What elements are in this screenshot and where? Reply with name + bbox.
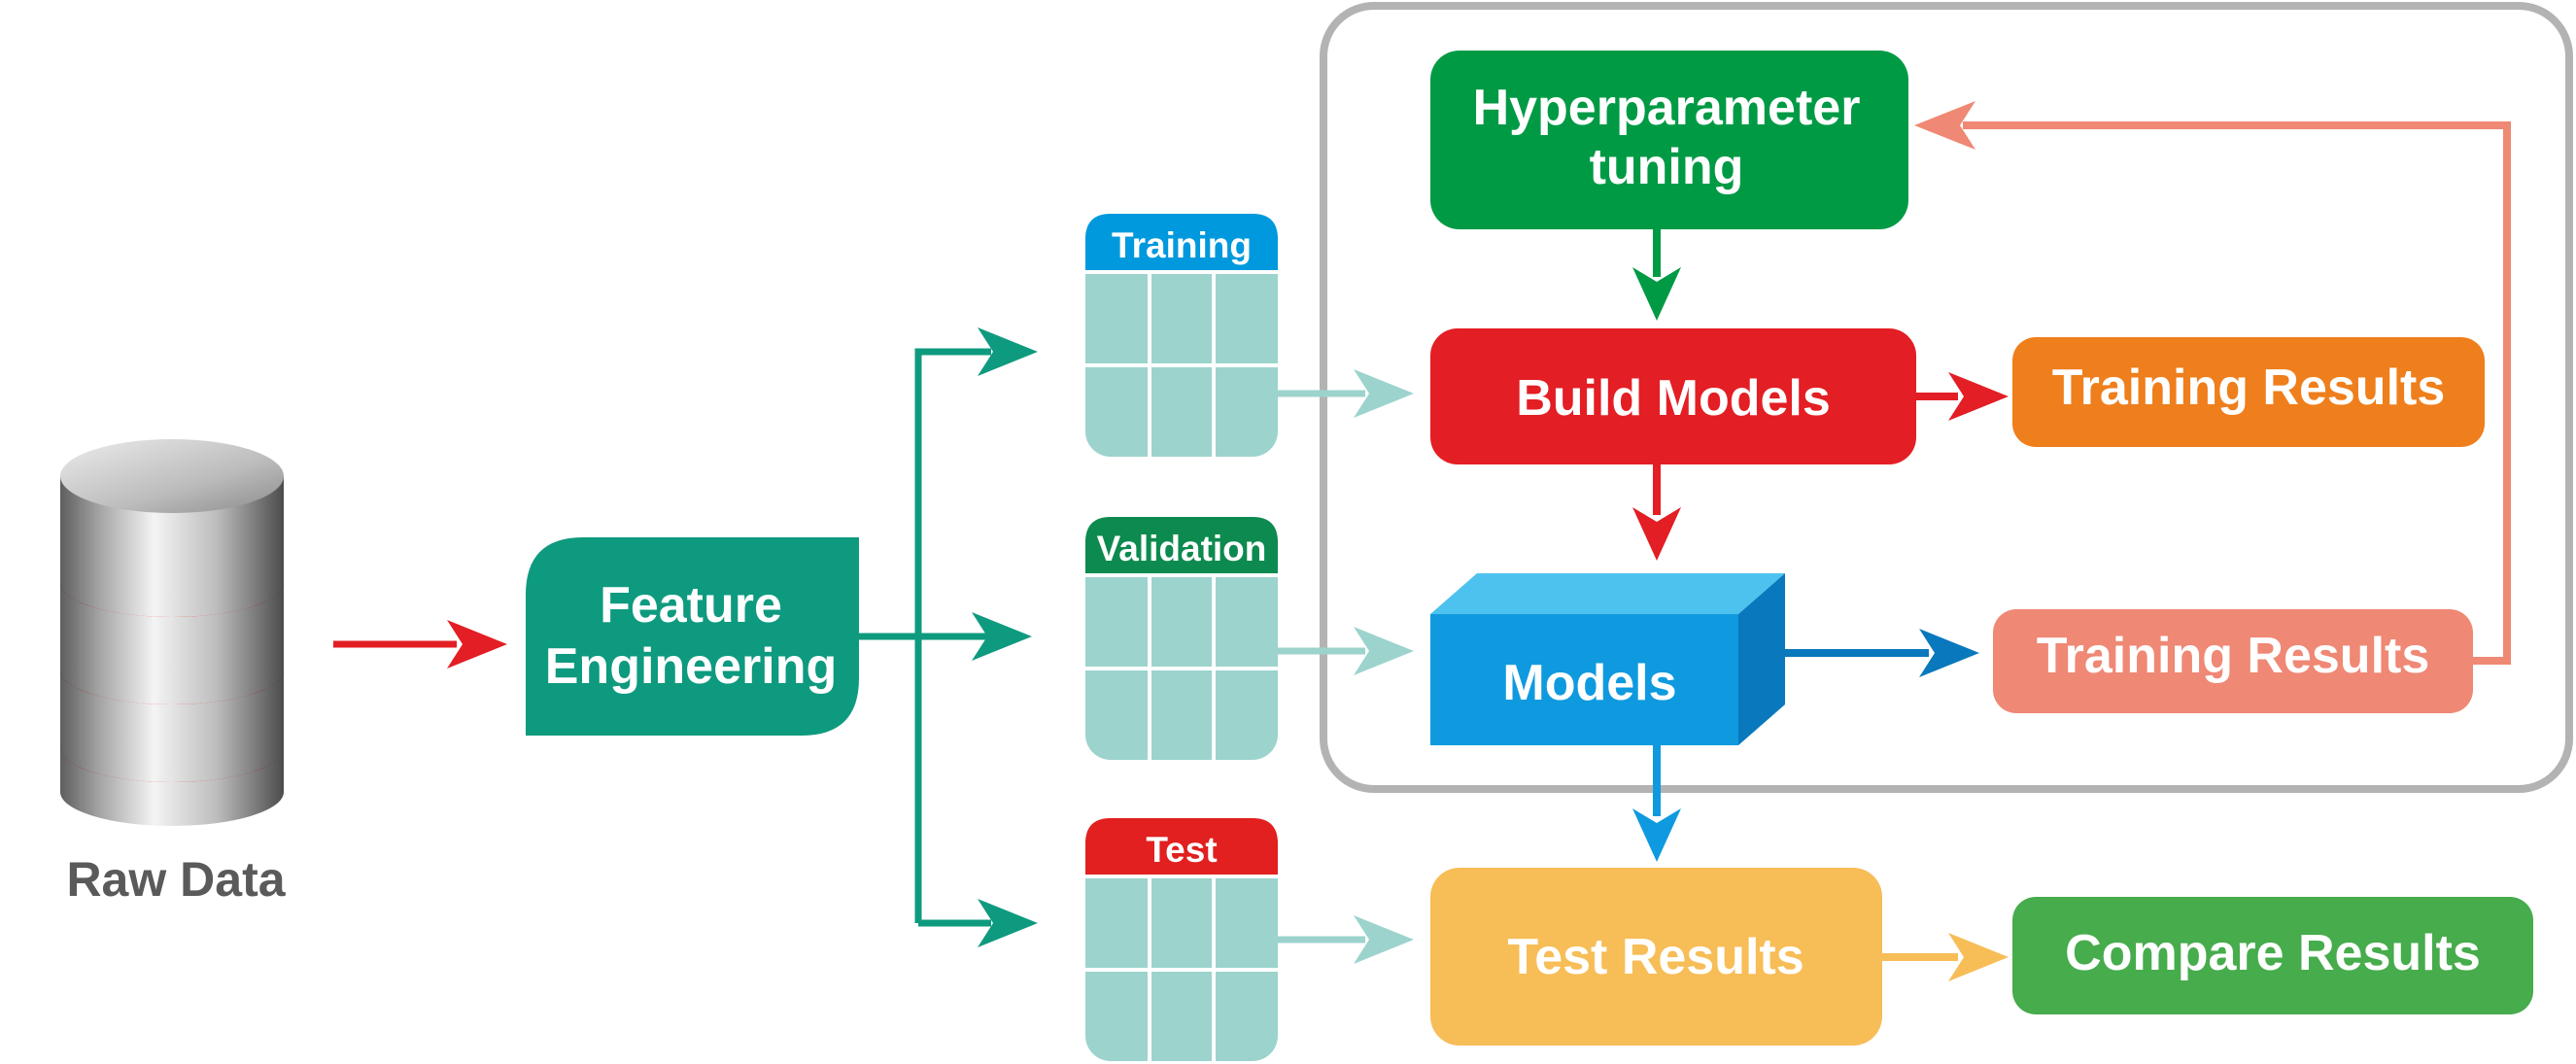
arrow-models-to-test-results bbox=[1632, 745, 1681, 862]
arrow-models-to-training-results bbox=[1785, 629, 1979, 677]
models-label: Models bbox=[1502, 655, 1676, 711]
training-table bbox=[1085, 214, 1278, 457]
validation-table bbox=[1085, 517, 1278, 760]
build-models-box bbox=[1430, 328, 1916, 464]
arrow-to-validation bbox=[972, 612, 1032, 661]
arrow-test-to-compare bbox=[1882, 933, 2009, 981]
test-table-label: Test bbox=[1146, 830, 1217, 870]
raw-data-label: Raw Data bbox=[66, 852, 286, 907]
build-models-label: Build Models bbox=[1516, 370, 1831, 427]
test-results-box bbox=[1430, 868, 1882, 1046]
hyperparameter-line2: tuning bbox=[1590, 139, 1744, 195]
test-table bbox=[1085, 818, 1278, 1061]
feature-engineering-line2: Engineering bbox=[545, 638, 837, 695]
models-box bbox=[1430, 573, 1785, 745]
arrow-hyper-to-build bbox=[1632, 229, 1681, 321]
arrow-raw-to-feature bbox=[333, 620, 507, 669]
arrow-build-to-models bbox=[1632, 464, 1681, 561]
training-table-label: Training bbox=[1112, 225, 1252, 265]
training-results-bottom-label: Training Results bbox=[2037, 628, 2430, 684]
arrow-to-training bbox=[978, 327, 1038, 376]
validation-table-label: Validation bbox=[1097, 529, 1267, 568]
database-icon bbox=[60, 439, 284, 826]
arrow-build-to-training-results bbox=[1916, 372, 2009, 421]
training-results-top-box bbox=[2012, 337, 2485, 447]
compare-results-box bbox=[2012, 897, 2533, 1014]
hyperparameter-tuning-box bbox=[1430, 51, 1908, 229]
branch-arrows bbox=[859, 348, 991, 927]
hyperparameter-line1: Hyperparameter bbox=[1473, 80, 1861, 136]
test-results-label: Test Results bbox=[1507, 929, 1803, 985]
training-results-top-label: Training Results bbox=[2052, 360, 2446, 416]
feature-engineering-line1: Feature bbox=[600, 577, 782, 634]
feature-engineering-box bbox=[526, 537, 859, 736]
feedback-arrow bbox=[1914, 101, 2511, 665]
arrow-to-test bbox=[978, 899, 1038, 947]
table-output-arrows bbox=[1278, 369, 1414, 964]
model-loop-frame bbox=[1320, 2, 2573, 793]
training-results-bottom-box bbox=[1993, 609, 2473, 713]
compare-results-label: Compare Results bbox=[2065, 925, 2481, 981]
